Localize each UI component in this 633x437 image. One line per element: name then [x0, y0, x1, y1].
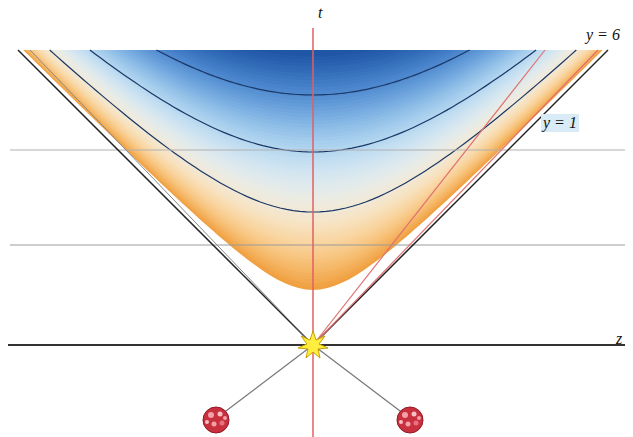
- collision-flash: [298, 331, 328, 358]
- light-cone: [30, 50, 313, 345]
- time-slice: [10, 245, 625, 246]
- nucleus: [397, 407, 423, 433]
- t-axis: [312, 28, 314, 437]
- rapidity-line: [313, 50, 598, 345]
- light-cone: [18, 50, 313, 345]
- light-cone: [313, 50, 608, 345]
- nucleus-track: [313, 345, 404, 414]
- nucleus: [203, 407, 229, 433]
- axis-label: t: [318, 4, 322, 22]
- time-slice: [10, 150, 625, 151]
- rapidity-label: y = 1: [541, 114, 579, 132]
- rapidity-label: y = 6: [586, 26, 620, 44]
- axis-label: z: [616, 330, 622, 348]
- rapidity-line: [313, 50, 545, 345]
- nucleus-track: [222, 345, 313, 414]
